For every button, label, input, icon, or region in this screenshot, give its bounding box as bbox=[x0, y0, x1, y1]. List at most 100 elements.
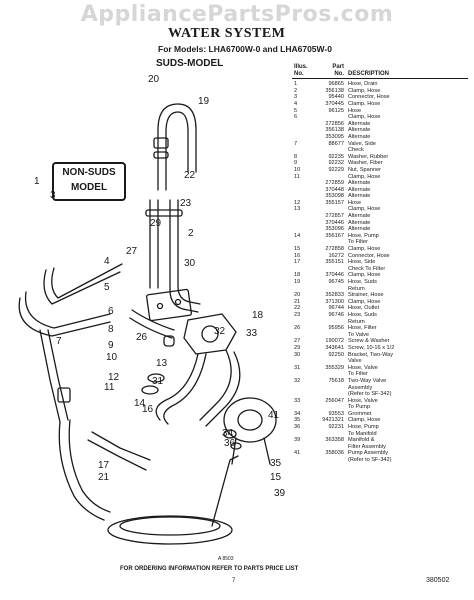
parts-cell-desc: Check To Filter bbox=[348, 265, 386, 272]
models-line: For Models: LHA6700W-0 and LHA6705W-0 bbox=[158, 44, 332, 54]
parts-cell-no: 4 bbox=[294, 100, 298, 107]
parts-cell-part: 272858 bbox=[325, 246, 344, 253]
hose-14-inner bbox=[87, 439, 147, 471]
parts-cell-no: 9 bbox=[294, 160, 298, 167]
nonsuds-model-box: NON-SUDS MODEL bbox=[52, 162, 126, 201]
parts-cell-part: 88677 bbox=[328, 140, 344, 147]
parts-cell-desc: Screw, 10-16 x 1/2 bbox=[348, 344, 395, 351]
parts-cell-part: 370446 bbox=[325, 272, 344, 279]
parts-cell-no: 29 bbox=[294, 344, 301, 351]
parts-cell-no bbox=[292, 444, 314, 451]
callout-34: 34 bbox=[222, 428, 234, 439]
parts-cell-no bbox=[292, 187, 314, 194]
parts-cell-part: 272857 bbox=[325, 213, 344, 220]
callout-36: 36 bbox=[224, 438, 236, 449]
parts-cell-desc: (Refer to SF-342) bbox=[348, 391, 392, 398]
footer-note: FOR ORDERING INFORMATION REFER TO PARTS … bbox=[120, 566, 299, 572]
parts-cell-part: 358036 bbox=[325, 450, 344, 457]
parts-cell-no bbox=[292, 404, 314, 411]
parts-cell-part: 355157 bbox=[325, 199, 344, 206]
parts-cell-no: 18 bbox=[294, 272, 301, 279]
parts-cell-no bbox=[292, 319, 314, 326]
parts-cell-part: 96744 bbox=[328, 305, 344, 312]
callout-8: 8 bbox=[108, 324, 114, 335]
parts-cell-desc: Screw & Washer bbox=[348, 338, 390, 345]
parts-row: Check To Filter bbox=[292, 266, 468, 273]
parts-cell-desc: To Filter bbox=[348, 239, 368, 246]
parts-cell-desc: Nut, Spanner bbox=[348, 166, 381, 173]
parts-cell-part bbox=[314, 266, 348, 273]
parts-cell-desc: Hose bbox=[348, 199, 362, 206]
suds-return-hose-19-inner bbox=[165, 111, 189, 191]
parts-cell-desc: Hose, Filter bbox=[348, 325, 377, 332]
parts-cell-no bbox=[292, 371, 314, 378]
parts-cell-no: 7 bbox=[294, 140, 298, 147]
parts-cell-no bbox=[292, 147, 314, 154]
parts-cell-part bbox=[314, 404, 348, 411]
parts-cell-part: 272856 bbox=[325, 120, 344, 127]
parts-cell-no bbox=[292, 213, 314, 220]
parts-cell-no: 12 bbox=[294, 199, 301, 206]
parts-cell-no: 8 bbox=[294, 153, 298, 160]
parts-cell-part bbox=[314, 114, 348, 121]
callout-33: 33 bbox=[246, 328, 258, 339]
parts-cell-desc: Hose, Pump bbox=[348, 424, 379, 431]
parts-row: 18 370446 Clamp, Hose bbox=[292, 272, 468, 279]
parts-cell-part: 95440 bbox=[328, 94, 344, 101]
parts-cell-desc: Alternate bbox=[348, 193, 371, 200]
parts-cell-part bbox=[314, 286, 348, 293]
parts-cell-desc: Washer, Rubber bbox=[348, 153, 389, 160]
callout-12: 12 bbox=[108, 372, 120, 383]
parts-cell-part: 96745 bbox=[328, 279, 344, 285]
parts-cell-desc: Clamp, Hose bbox=[348, 272, 381, 279]
parts-cell-no: 16 bbox=[294, 252, 301, 259]
callout-6: 6 bbox=[108, 306, 114, 317]
connector-hose-3-inner bbox=[51, 263, 123, 299]
parts-cell-part bbox=[314, 444, 348, 451]
parts-cell-no: 14 bbox=[294, 232, 301, 239]
parts-cell-desc: Clamp, Hose bbox=[348, 246, 381, 253]
callout-39: 39 bbox=[274, 488, 286, 499]
parts-row: To Pump bbox=[292, 404, 468, 411]
parts-cell-no: 15 bbox=[294, 246, 301, 253]
parts-cell-part: 96746 bbox=[328, 311, 344, 318]
parts-cell-part: 370445 bbox=[325, 100, 344, 107]
parts-cell-no bbox=[292, 391, 314, 398]
parts-cell-desc: Hose, Drain bbox=[348, 81, 378, 88]
parts-cell-desc: Clamp, Hose bbox=[348, 87, 381, 94]
parts-cell-desc: Valve, Side bbox=[348, 140, 376, 147]
parts-cell-no: 41 bbox=[294, 450, 301, 457]
parts-cell-desc: Alternate bbox=[348, 186, 371, 193]
hose-left-5-inner bbox=[24, 291, 111, 329]
parts-cell-no bbox=[292, 134, 314, 141]
parts-cell-part: 95956 bbox=[328, 325, 344, 332]
callout-9: 9 bbox=[108, 340, 114, 351]
diagram-code: A 8503 bbox=[218, 556, 234, 562]
parts-cell-part bbox=[314, 385, 348, 392]
parts-cell-desc: Connector, Hose bbox=[348, 252, 390, 259]
parts-cell-desc: Alternate bbox=[348, 226, 371, 233]
parts-cell-no: 5 bbox=[294, 107, 298, 114]
parts-header-row-1: Illus. Part bbox=[294, 64, 344, 70]
parts-cell-desc: Clamp, Hose bbox=[348, 100, 381, 107]
parts-cell-part: 355329 bbox=[325, 364, 344, 371]
parts-cell-no: 32 bbox=[294, 377, 301, 384]
parts-cell-desc: Hose, Pump bbox=[348, 232, 379, 239]
